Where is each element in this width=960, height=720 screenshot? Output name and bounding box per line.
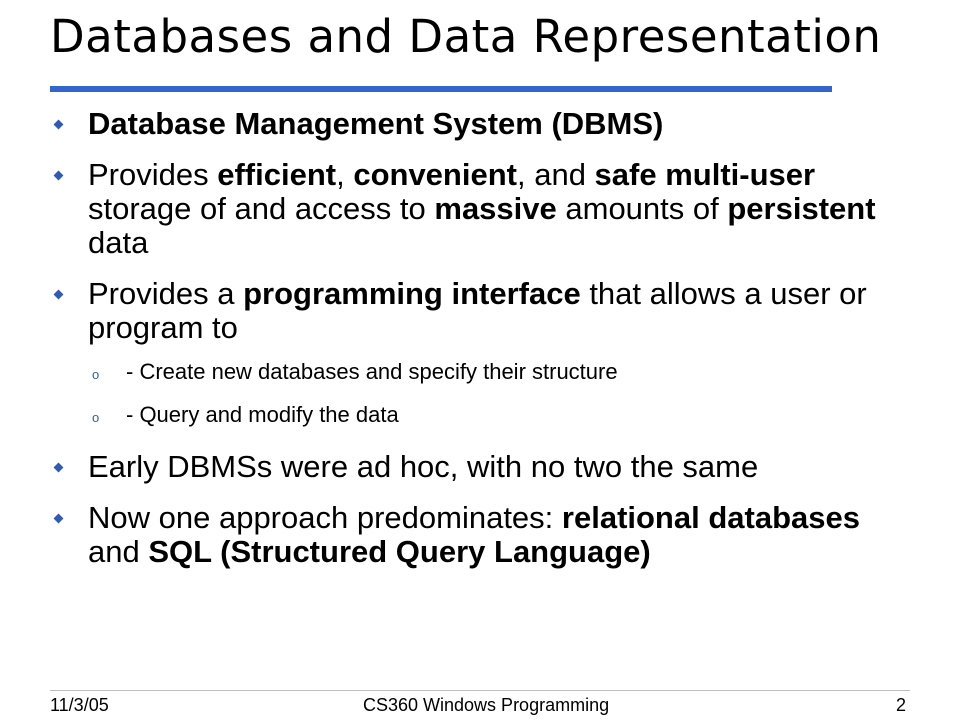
sub-bullet-text: - Create new databases and specify their… [126,359,618,384]
bullet-text: Now one approach predominates: relationa… [88,500,860,569]
page-number: 2 [896,695,907,715]
sub-bullet-item: o - Query and modify the data [50,402,910,428]
slide-body: Database Management System (DBMS) Provid… [50,107,910,586]
bullet-item: Provides efficient, convenient, and safe… [50,158,910,260]
diamond-bullet-icon [53,170,64,181]
footer-divider [50,690,910,691]
bullet-item: Now one approach predominates: relationa… [50,501,910,569]
circle-bullet-icon: o [92,367,100,382]
bullet-item: Database Management System (DBMS) [50,107,910,141]
circle-bullet-icon: o [92,410,100,425]
footer-course-title: CS360 Windows Programming [363,695,610,715]
footer-date: 11/3/05 [50,695,109,715]
diamond-bullet-icon [53,462,64,473]
bullet-text: Early DBMSs were ad hoc, with no two the… [88,449,759,484]
bullet-text: Provides a programming interface that al… [88,276,867,345]
bullet-item: Provides a programming interface that al… [50,277,910,345]
sub-bullet-item: o - Create new databases and specify the… [50,359,910,385]
diamond-bullet-icon [53,119,64,130]
diamond-bullet-icon [53,289,64,300]
diamond-bullet-icon [53,513,64,524]
bullet-text: Database Management System (DBMS) [88,106,664,141]
sub-bullet-text: - Query and modify the data [126,402,399,427]
bullet-item: Early DBMSs were ad hoc, with no two the… [50,450,910,484]
bullet-text: Provides efficient, convenient, and safe… [88,157,876,260]
slide-title: Databases and Data Representation [50,10,882,63]
title-underline [50,86,832,92]
